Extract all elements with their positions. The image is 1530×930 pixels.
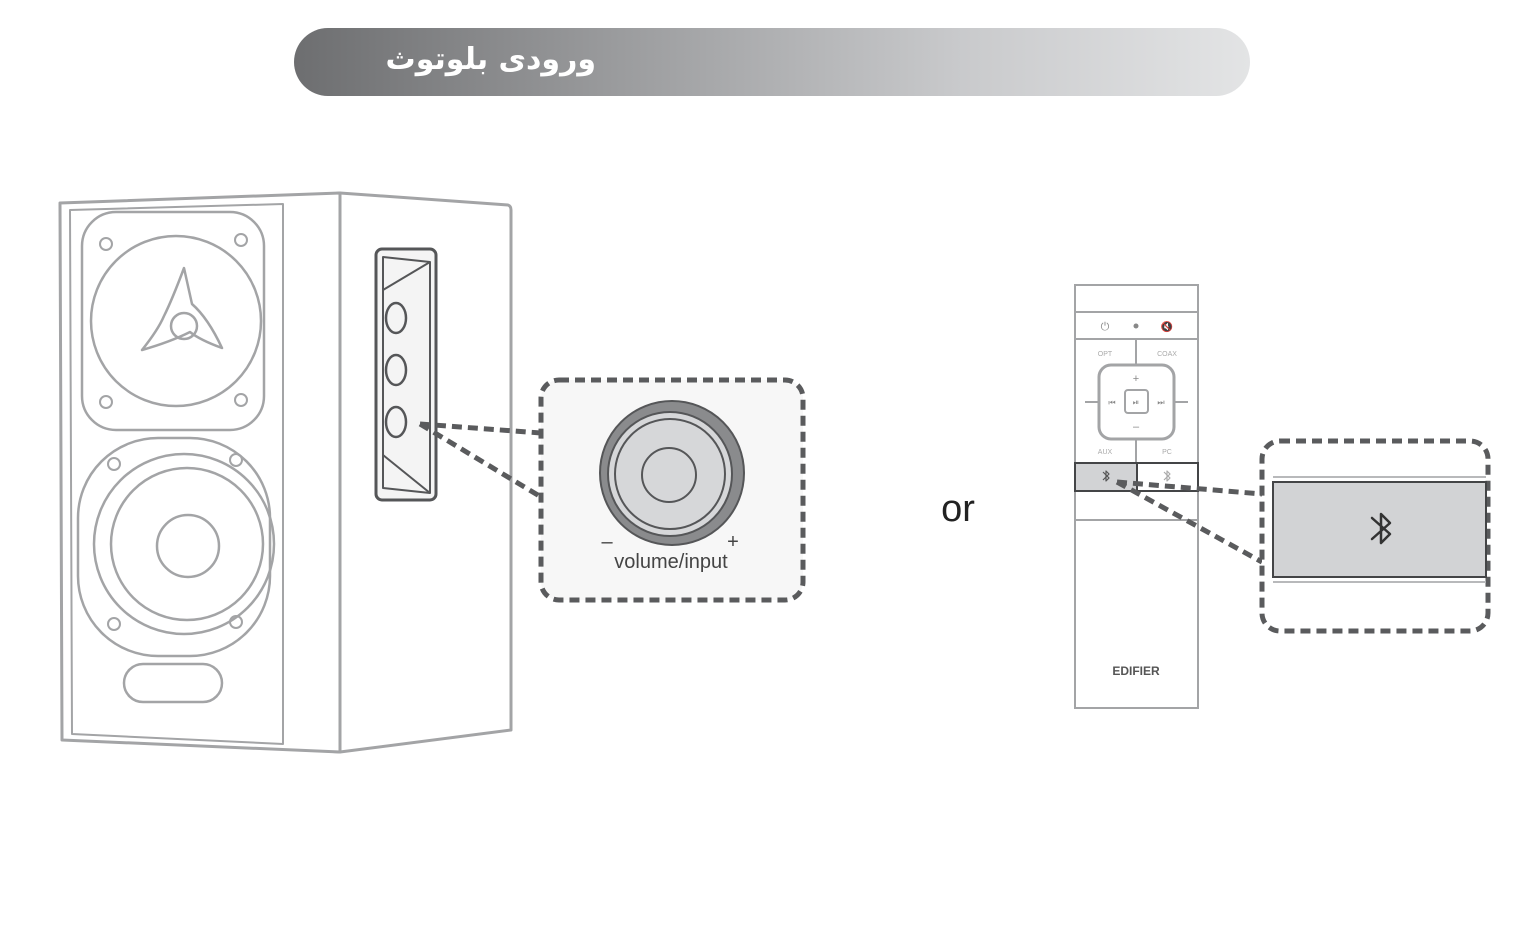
remote-callout-lines <box>1115 479 1264 565</box>
speaker-illustration <box>58 191 513 754</box>
remote-pc-button[interactable]: PC <box>1162 449 1172 456</box>
remote-aux-button[interactable]: AUX <box>1098 449 1113 456</box>
remote-vol-up-button[interactable]: + <box>1133 373 1139 385</box>
remote-indicator-dot <box>1133 323 1139 329</box>
or-separator: or <box>941 488 975 530</box>
remote-next-button[interactable]: ⏭ <box>1157 398 1164 407</box>
knob-plus-sign: + <box>727 531 739 553</box>
knob-label: volume/input <box>614 551 728 573</box>
remote-mute-button[interactable]: 🔇 <box>1161 320 1173 333</box>
bluetooth-icon[interactable] <box>1163 470 1171 482</box>
remote-power-button[interactable]: ⏻ <box>1101 321 1110 333</box>
remote-control <box>1074 284 1199 709</box>
bluetooth-icon[interactable] <box>1102 470 1110 482</box>
bluetooth-icon <box>1370 512 1392 545</box>
page-title: ورودی بلوتوث <box>385 42 596 77</box>
remote-vol-down-button[interactable]: – <box>1133 421 1140 433</box>
remote-play-pause-button[interactable]: ⏯ <box>1133 398 1139 407</box>
knob-minus-sign: – <box>601 531 613 553</box>
remote-opt-button[interactable]: OPT <box>1098 351 1113 358</box>
remote-coax-button[interactable]: COAX <box>1157 351 1177 358</box>
speaker-callout-lines <box>418 421 543 500</box>
volume-knob-zoom <box>538 377 806 603</box>
title-banner <box>294 28 1250 96</box>
remote-prev-button[interactable]: ⏮ <box>1108 398 1115 407</box>
remote-brand-logo: EDIFIER <box>1112 664 1160 678</box>
